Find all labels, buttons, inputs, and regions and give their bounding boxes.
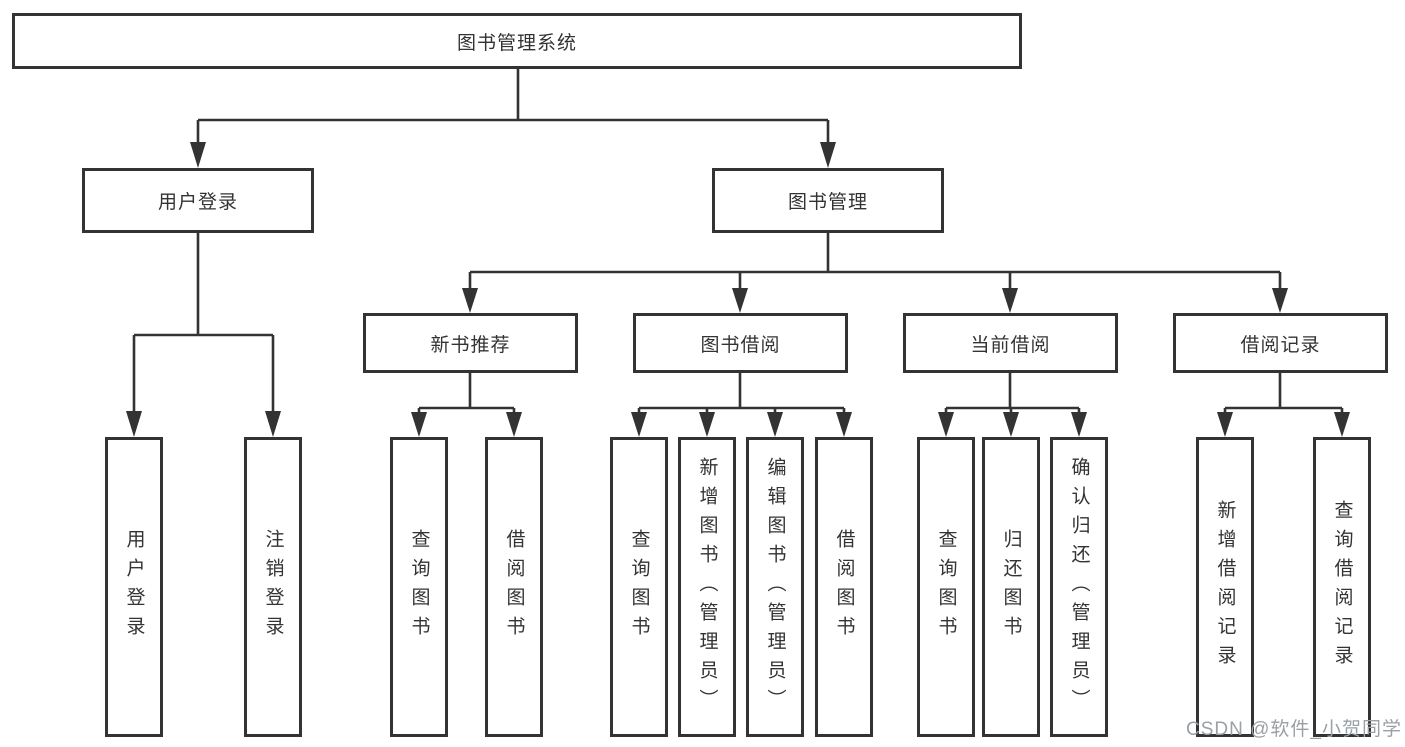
leaf-query-borrow-record-label: 查询借阅记录 — [1331, 500, 1353, 674]
leaf-borrow-books-1: 借阅图书 — [485, 437, 543, 737]
leaf-confirm-return-admin: 确认归还（管理员） — [1050, 437, 1108, 737]
edge-group-borrow-records — [1217, 373, 1350, 437]
edge-group-book-mgmt — [462, 233, 1288, 313]
edge-group-new-books — [411, 373, 522, 437]
node-root: 图书管理系统 — [12, 13, 1022, 69]
leaf-query-books-3-label: 查询图书 — [935, 529, 957, 645]
leaf-borrow-books-2-label: 借阅图书 — [833, 529, 855, 645]
leaf-return-books-label: 归还图书 — [1000, 529, 1022, 645]
node-book-borrow: 图书借阅 — [633, 313, 848, 373]
node-user-login-branch: 用户登录 — [82, 168, 314, 233]
edge-group-user-login — [126, 233, 281, 437]
node-borrow-records: 借阅记录 — [1173, 313, 1388, 373]
leaf-user-login: 用户登录 — [105, 437, 163, 737]
edge-group-book-borrow — [631, 373, 852, 437]
leaf-edit-books-admin-label: 编辑图书（管理员） — [764, 456, 786, 718]
leaf-edit-books-admin: 编辑图书（管理员） — [746, 437, 804, 737]
edge-group-root — [190, 69, 836, 168]
leaf-add-books-admin-label: 新增图书（管理员） — [696, 456, 718, 718]
node-current-borrow: 当前借阅 — [903, 313, 1118, 373]
leaf-borrow-books-2: 借阅图书 — [815, 437, 873, 737]
leaf-add-borrow-record: 新增借阅记录 — [1196, 437, 1254, 737]
leaf-confirm-return-admin-label: 确认归还（管理员） — [1068, 456, 1090, 718]
leaf-query-borrow-record: 查询借阅记录 — [1313, 437, 1371, 737]
leaf-logout: 注销登录 — [244, 437, 302, 737]
leaf-query-books-3: 查询图书 — [917, 437, 975, 737]
watermark: CSDN @软件_小贺同学 — [1186, 719, 1402, 740]
leaf-borrow-books-1-label: 借阅图书 — [503, 529, 525, 645]
leaf-return-books: 归还图书 — [982, 437, 1040, 737]
edge-group-current-borrow — [938, 373, 1087, 437]
node-book-mgmt-branch: 图书管理 — [712, 168, 944, 233]
leaf-query-books-1: 查询图书 — [390, 437, 448, 737]
leaf-query-books-1-label: 查询图书 — [408, 529, 430, 645]
node-new-books: 新书推荐 — [363, 313, 578, 373]
leaf-add-borrow-record-label: 新增借阅记录 — [1214, 500, 1236, 674]
leaf-user-login-label: 用户登录 — [123, 529, 145, 645]
leaf-query-books-2-label: 查询图书 — [628, 529, 650, 645]
leaf-query-books-2: 查询图书 — [610, 437, 668, 737]
leaf-logout-label: 注销登录 — [262, 529, 284, 645]
leaf-add-books-admin: 新增图书（管理员） — [678, 437, 736, 737]
